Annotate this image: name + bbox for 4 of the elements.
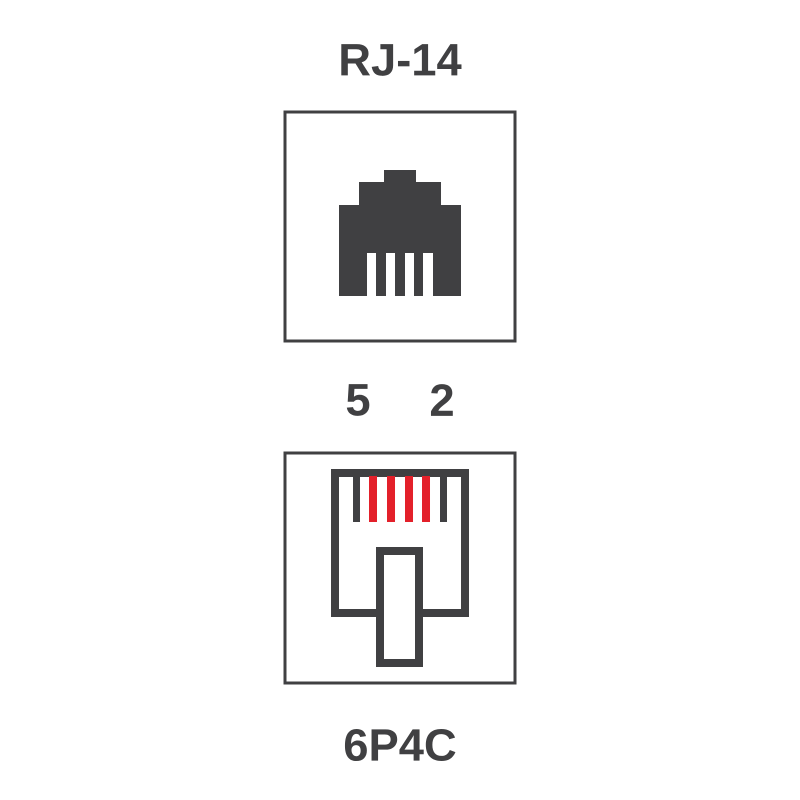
connector-label: 6P4C xyxy=(344,728,456,762)
title: RJ-14 xyxy=(341,44,462,76)
pin-number: 2 xyxy=(430,384,453,416)
pin-number: 5 xyxy=(346,384,370,416)
